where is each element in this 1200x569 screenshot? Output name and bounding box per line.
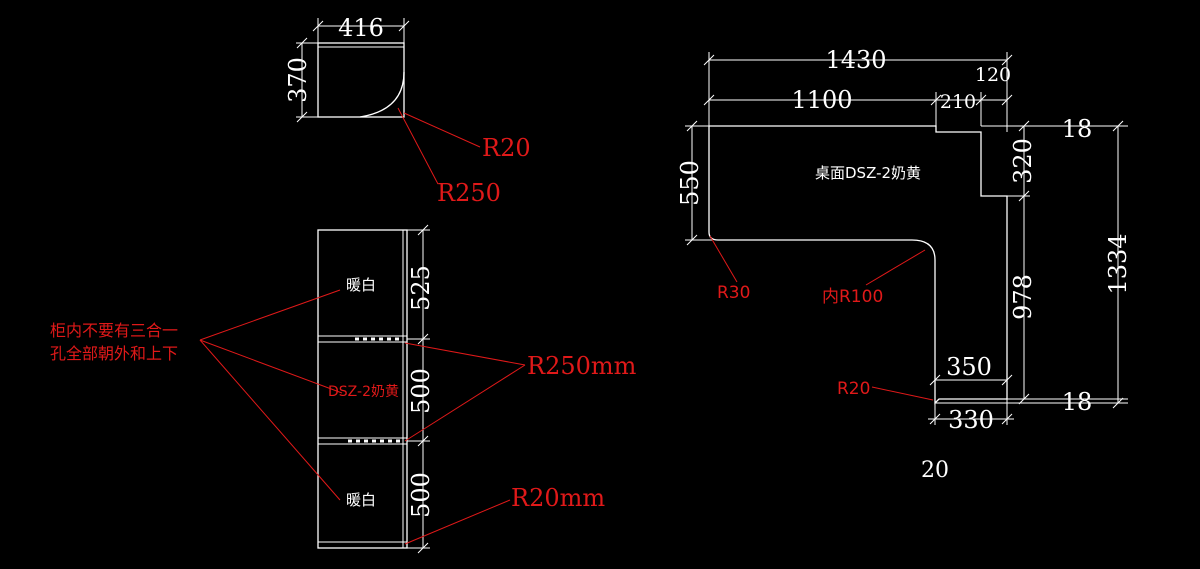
cabinet-top-label: 暖白: [346, 276, 376, 294]
cabinet-middle-label: DSZ-2奶黄: [328, 383, 399, 400]
small-box-outline: [317, 42, 405, 118]
dim-tick: [703, 54, 715, 66]
desk: 桌面DSZ-2奶黄 1430 120 1100 210 550 320 97: [676, 46, 1132, 483]
desk-dim-330: 330: [948, 406, 994, 434]
note-leader: [199, 339, 343, 394]
desk-r20-label: R20: [837, 379, 870, 399]
desk-r30-label: R30: [717, 283, 750, 303]
cabinet-dim-525: 525: [407, 265, 435, 311]
dim-tick: [1112, 397, 1124, 409]
r20-leader: [403, 112, 481, 148]
cabinet-dim-500b: 500: [407, 472, 435, 518]
desk-dim-1334: 1334: [1104, 233, 1132, 294]
desk-dim-1100: 1100: [791, 86, 852, 114]
small-box-r250-label: R250: [437, 179, 501, 207]
small-box-width-label: 416: [338, 14, 384, 42]
small-box-height-label: 370: [284, 57, 312, 103]
dim-tick: [686, 120, 698, 132]
dim-tick: [929, 374, 941, 386]
dim-tick: [686, 234, 698, 246]
dim-tick: [703, 94, 715, 106]
cabinet-r20-label: R20mm: [511, 484, 605, 512]
cabinet-note-line1: 柜内不要有三合一: [50, 321, 178, 340]
desk-dim-550: 550: [676, 160, 704, 206]
dim-tick: [296, 111, 308, 123]
desk-dim-1430: 1430: [825, 46, 886, 74]
dim-tick: [417, 333, 429, 345]
dim-tick: [312, 20, 324, 32]
desk-dim-350: 350: [946, 353, 992, 381]
r30-leader: [709, 235, 738, 283]
r20-leader: [404, 499, 511, 545]
dim-tick: [975, 94, 987, 106]
dim-tick: [296, 37, 308, 49]
dim-tick: [1001, 413, 1013, 425]
desk-scale-note: 20: [921, 458, 949, 483]
desk-dim-978: 978: [1009, 274, 1037, 320]
dim-tick: [930, 94, 942, 106]
small-box-arc: [359, 71, 405, 118]
r250-leader: [404, 364, 526, 442]
cabinet-r250-label: R250mm: [527, 352, 637, 380]
r20-leader: [871, 386, 934, 401]
small-box: 416 370 R20 R250: [284, 14, 531, 207]
dim-tick: [417, 542, 429, 554]
dim-tick: [929, 413, 941, 425]
r250-leader: [404, 342, 526, 366]
note-leader: [199, 289, 341, 341]
cabinet-note-line2: 孔全部朝外和上下: [50, 344, 178, 363]
desk-dim-210: 210: [940, 91, 976, 113]
desk-dim-120: 120: [975, 64, 1011, 86]
cabinet-dim-500a: 500: [407, 368, 435, 414]
cabinet-bottom-label: 暖白: [346, 491, 376, 509]
dim-tick: [1001, 94, 1013, 106]
dim-tick: [1001, 54, 1013, 66]
dim-tick: [1001, 374, 1013, 386]
desk-surface-label: 桌面DSZ-2奶黄: [815, 164, 921, 182]
dim-tick: [398, 20, 410, 32]
cabinet: 暖白 DSZ-2奶黄 暖白 525 500 500 柜内不要有三合一 孔全部朝外…: [50, 224, 637, 554]
desk-dim-18-bottom: 18: [1062, 388, 1093, 416]
dim-tick: [1018, 190, 1030, 202]
desk-dim-320: 320: [1009, 138, 1037, 184]
dim-tick: [417, 224, 429, 236]
r100-leader: [865, 249, 926, 286]
small-box-r20-label: R20: [482, 134, 531, 162]
cabinet-outline: [317, 229, 408, 549]
desk-dim-18-top: 18: [1062, 115, 1093, 143]
r250-leader: [397, 107, 439, 185]
desk-r100-label: 内R100: [822, 287, 883, 307]
note-leader: [199, 339, 341, 501]
dim-tick: [417, 435, 429, 447]
dim-tick: [1112, 120, 1124, 132]
